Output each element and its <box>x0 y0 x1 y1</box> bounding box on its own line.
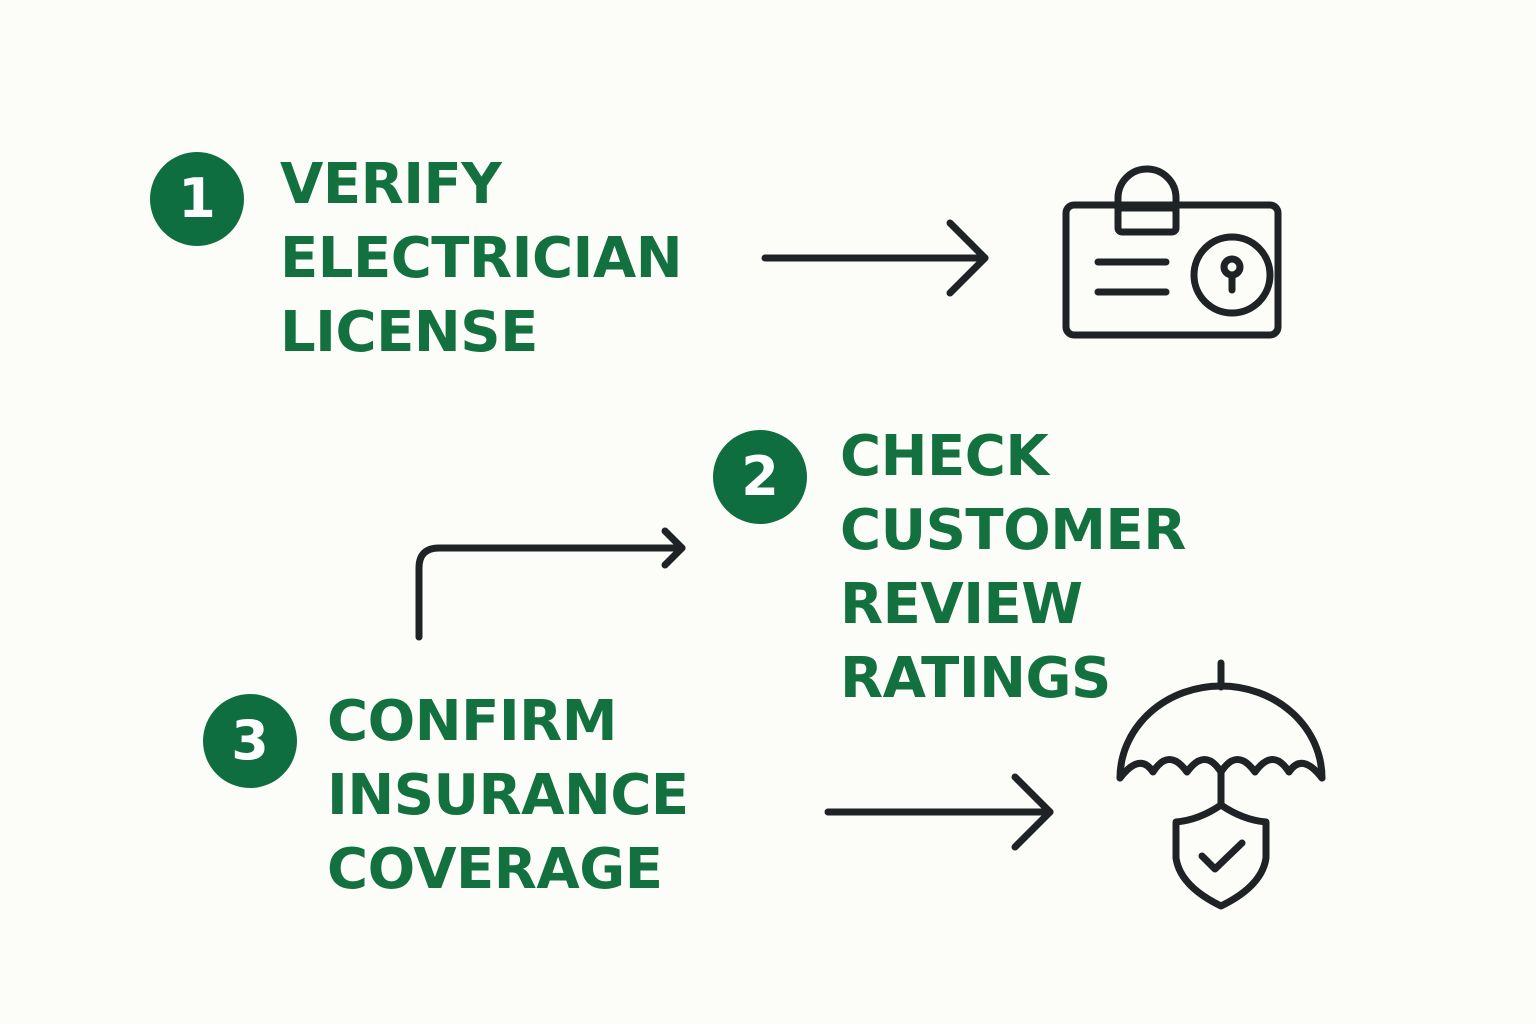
step-2-title-line: RATINGS <box>840 646 1111 711</box>
step-2-title-line: CUSTOMER <box>840 498 1186 563</box>
step-1-title-line: ELECTRICIAN <box>280 226 683 291</box>
step-3-arrow-icon <box>824 773 1054 851</box>
step-1-title-line: LICENSE <box>280 300 538 365</box>
step-3-to-step-2-elbow-arrow-icon <box>415 527 686 641</box>
step-1-title: VERIFY ELECTRICIAN LICENSE <box>280 148 683 370</box>
step-2-title-line: CHECK <box>840 424 1049 489</box>
step-1-title-line: VERIFY <box>280 152 502 217</box>
step-2-title: CHECK CUSTOMER REVIEW RATINGS <box>840 420 1186 716</box>
step-1-arrow-icon <box>761 219 989 297</box>
step-2-title-line: REVIEW <box>840 572 1083 637</box>
umbrella-shield-check-icon <box>1116 659 1326 910</box>
step-3-number-badge: 3 <box>203 694 297 788</box>
step-2-number-badge: 2 <box>713 430 807 524</box>
license-card-lock-icon <box>1062 165 1282 339</box>
step-3-title: CONFIRM INSURANCE COVERAGE <box>327 685 689 907</box>
step-3-title-line: CONFIRM <box>327 689 618 754</box>
step-3-title-line: INSURANCE <box>327 763 689 828</box>
step-1-number-badge: 1 <box>150 152 244 246</box>
step-3-title-line: COVERAGE <box>327 837 663 902</box>
